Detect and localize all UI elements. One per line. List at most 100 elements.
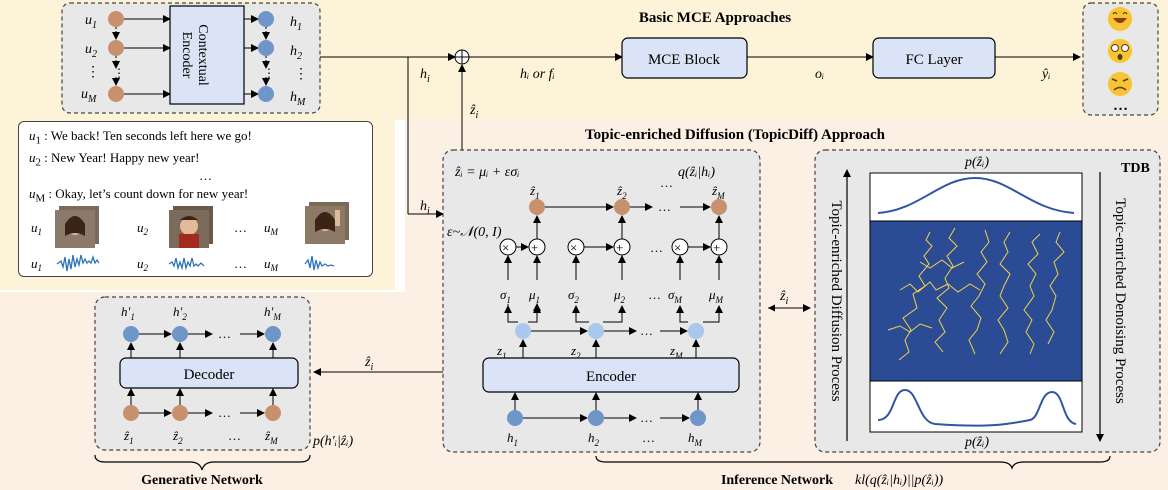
svg-text:+: + xyxy=(531,240,538,255)
encoder-label: Encoder xyxy=(586,369,636,385)
hi-label-top: hi xyxy=(420,67,430,85)
topicdiff-title: Topic-enriched Diffusion (TopicDiff) App… xyxy=(585,127,886,143)
svg-text:ẑ2: ẑ2 xyxy=(616,183,627,201)
posterior-label: q(ẑᵢ|hᵢ) xyxy=(678,165,715,180)
zhat-label-right: ẑi xyxy=(779,289,788,307)
h1-node xyxy=(258,11,274,27)
sigma-mu-labels: σ1 μ1 σ2 μ2 … σM μM xyxy=(500,287,724,323)
uM-node xyxy=(108,86,124,102)
svg-text:ẑ1: ẑ1 xyxy=(123,428,134,446)
diffusion-process-label: Topic-enriched Diffusion Process xyxy=(828,200,844,401)
svg-text:…: … xyxy=(640,410,653,425)
svg-text:uM: uM xyxy=(264,256,279,273)
noise-trajectories xyxy=(887,227,1065,361)
mce-block-label: MCE Block xyxy=(648,52,721,68)
svg-text:…: … xyxy=(218,405,231,420)
z-row: … z1 z2 zM xyxy=(496,323,704,361)
svg-text:σ1: σ1 xyxy=(500,287,511,305)
denoising-process-label: Topic-enriched Denoising Process xyxy=(1112,198,1128,404)
svg-text:h1: h1 xyxy=(507,430,518,448)
svg-text:×: × xyxy=(674,240,681,255)
prior-top-curve xyxy=(877,176,1075,214)
prior-top-label: p(ẑᵢ) xyxy=(964,155,989,170)
utterance-M: uM : Okay, let’s count down for new year… xyxy=(29,186,249,205)
svg-text:⋮: ⋮ xyxy=(113,66,125,80)
prior-bottom-box xyxy=(869,380,1083,433)
video-frame-2-icon xyxy=(169,206,213,248)
svg-text:…: … xyxy=(228,428,241,443)
utterance-2: u2 : New Year! Happy new year! xyxy=(29,150,200,169)
diffusion-field xyxy=(869,220,1083,382)
reparam-ops: × + × + … × + xyxy=(499,215,728,280)
hi-label-mid: hi xyxy=(420,199,430,217)
decoder-label: Decoder xyxy=(184,367,235,383)
audio-wave-1-icon xyxy=(56,254,100,272)
prior-bottom-curve xyxy=(877,388,1077,427)
svg-text:…: … xyxy=(642,430,655,445)
zhat-label-up: ẑi xyxy=(469,103,478,121)
prior-bottom-label: p(ẑᵢ) xyxy=(964,435,989,450)
oi-label: oᵢ xyxy=(815,67,824,82)
reparam-equation: ẑᵢ = μᵢ + εσᵢ xyxy=(454,165,519,180)
likelihood-label: p(h′ᵢ|ẑᵢ) xyxy=(312,434,353,449)
svg-text:u2: u2 xyxy=(137,220,149,237)
svg-text:…: … xyxy=(640,323,653,338)
svg-text:ẑ1: ẑ1 xyxy=(529,183,540,201)
svg-text:×: × xyxy=(502,240,509,255)
svg-text:u2: u2 xyxy=(137,256,149,273)
zhat-row: ẑ1 ẑ2 ẑM … … xyxy=(529,175,727,215)
svg-text:σ2: σ2 xyxy=(568,287,579,305)
contextual-encoder-label1: Contextual xyxy=(195,24,210,86)
hM-node xyxy=(258,86,274,102)
u1-node xyxy=(108,11,124,27)
decoder-block xyxy=(119,357,299,389)
noise-label: ε~𝒩(0, I) xyxy=(447,225,502,240)
hi-or-fi-label: hᵢ or fᵢ xyxy=(520,67,555,82)
emotion-ellipsis: … xyxy=(1113,98,1128,114)
inference-brace xyxy=(595,455,1111,470)
generative-brace xyxy=(94,454,311,471)
hprime-row: h′1 h′2 h′M … xyxy=(121,304,281,358)
svg-text:…: … xyxy=(234,256,247,271)
svg-text:…: … xyxy=(234,220,247,235)
svg-text:⋮: ⋮ xyxy=(294,67,308,82)
utterance-panel: u1 : We back! Ten seconds left here we g… xyxy=(18,121,373,277)
zhat-label-left: ẑi xyxy=(364,355,373,373)
anger-emoji-icon xyxy=(1108,72,1132,96)
u2-node xyxy=(108,40,124,56)
generative-title: Generative Network xyxy=(141,473,263,488)
contextual-encoder-block xyxy=(169,5,245,105)
mce-block xyxy=(621,37,748,79)
kl-label: kl(q(ẑᵢ|hᵢ)||p(ẑᵢ)) xyxy=(855,473,944,488)
video-frame-1-icon xyxy=(55,206,99,248)
svg-text:uM: uM xyxy=(264,220,279,237)
svg-text:u1: u1 xyxy=(31,256,42,273)
h2-node xyxy=(258,40,274,56)
fc-layer-label: FC Layer xyxy=(905,52,962,68)
prior-top-box xyxy=(869,172,1083,222)
utterance-1: u1 : We back! Ten seconds left here we g… xyxy=(29,128,252,147)
utterance-ellipsis: … xyxy=(199,168,212,183)
svg-text:+: + xyxy=(713,240,720,255)
yhat-label: ŷᵢ xyxy=(1040,67,1050,82)
inference-title: Inference Network xyxy=(721,473,833,488)
joy-emoji-icon xyxy=(1108,7,1132,31)
svg-text:…: … xyxy=(648,287,661,302)
svg-text:u1: u1 xyxy=(31,220,42,237)
svg-text:ẑ2: ẑ2 xyxy=(172,428,183,446)
audio-wave-M-icon xyxy=(304,255,335,271)
video-frame-M-icon xyxy=(305,202,349,244)
svg-text:z2: z2 xyxy=(570,343,581,361)
tdb-label: TDB xyxy=(1121,161,1150,176)
svg-text:…: … xyxy=(218,326,231,341)
encoder-block xyxy=(482,357,740,393)
svg-text:…: … xyxy=(658,199,671,214)
svg-text:+: + xyxy=(616,240,623,255)
svg-text:…: … xyxy=(650,240,663,255)
svg-text:⋮: ⋮ xyxy=(263,66,275,80)
svg-text:z1: z1 xyxy=(496,343,507,361)
zhat-row-generative: … ẑ1 ẑ2 … ẑM xyxy=(123,388,281,446)
svg-text:…: … xyxy=(660,175,673,190)
h-row-inference: … h1 h2 … hM xyxy=(507,392,706,448)
u-vdots: ⋮ xyxy=(86,65,100,80)
